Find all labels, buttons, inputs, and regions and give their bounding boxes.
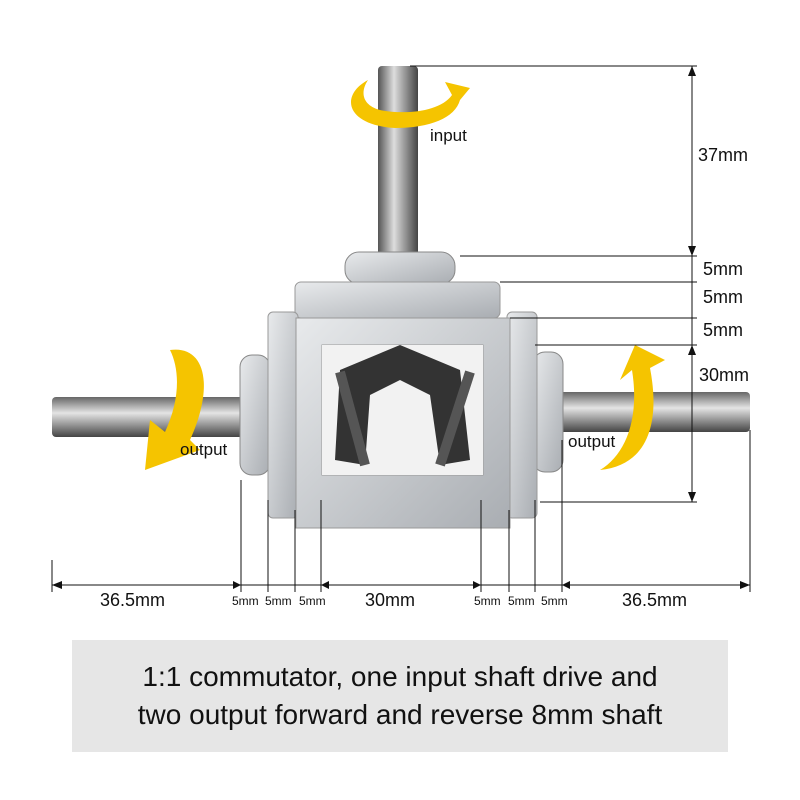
dim-right-5b: 5mm	[508, 594, 535, 608]
dim-right-5a: 5mm	[474, 594, 501, 608]
dim-right-5c: 5mm	[541, 594, 568, 608]
output-left-label: output	[180, 440, 228, 459]
input-rotation-arrow-icon	[351, 80, 470, 128]
dim-input-shaft: 37mm	[698, 145, 749, 165]
bevel-gears	[335, 345, 470, 465]
caption-box: 1:1 commutator, one input shaft drive an…	[72, 640, 728, 752]
top-plate	[294, 281, 501, 319]
caption-line-1: 1:1 commutator, one input shaft drive an…	[142, 661, 658, 692]
dim-bearing: 5mm	[703, 259, 743, 279]
left-output-rotation-arrow-icon	[145, 349, 204, 470]
left-bearing	[239, 354, 271, 476]
dim-right-shaft: 36.5mm	[622, 590, 688, 610]
output-right-label: output	[568, 432, 616, 451]
right-output-rotation-arrow-icon	[600, 345, 665, 470]
input-shaft	[378, 66, 418, 261]
dim-left-5b: 5mm	[265, 594, 292, 608]
dim-top-plate: 5mm	[703, 287, 743, 307]
dim-left-shaft: 36.5mm	[100, 590, 166, 610]
left-output-shaft	[52, 397, 244, 437]
rotation-arrows	[145, 80, 665, 470]
top-bearing	[344, 251, 456, 285]
dim-body-height: 30mm	[699, 365, 750, 385]
dim-body-width: 30mm	[365, 590, 416, 610]
dim-left-5c: 5mm	[299, 594, 326, 608]
dim-frame-top: 5mm	[703, 320, 743, 340]
right-plate	[506, 311, 538, 519]
input-label: input	[430, 126, 467, 145]
left-plate	[267, 311, 299, 519]
right-output-shaft	[558, 392, 750, 432]
caption-line-2: two output forward and reverse 8mm shaft	[137, 699, 663, 730]
dimension-lines	[51, 65, 751, 592]
dim-left-5a: 5mm	[232, 594, 259, 608]
